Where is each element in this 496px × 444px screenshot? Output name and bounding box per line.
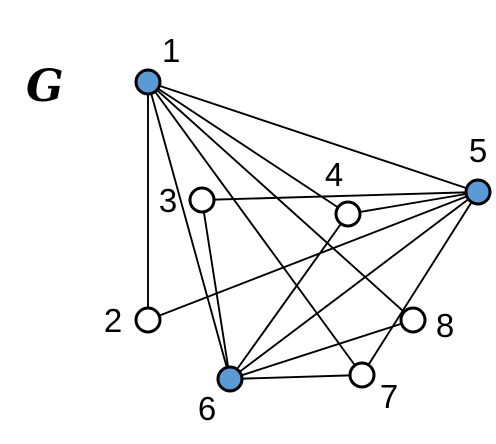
node-label-5: 5: [469, 132, 487, 169]
labels-layer: 1 2 3 4 5 6 7 8: [104, 32, 487, 427]
node-3: [188, 186, 216, 214]
node-6: [216, 365, 244, 393]
node-5: [464, 178, 492, 206]
node-2: [134, 306, 162, 334]
node-7: [348, 361, 376, 389]
node-label-4: 4: [325, 156, 343, 193]
node-label-3: 3: [159, 182, 177, 219]
edge-1-7: [147, 81, 363, 376]
node-label-2: 2: [104, 302, 122, 339]
edge-6-7: [229, 374, 363, 380]
edge-1-6: [147, 81, 231, 380]
nodes-layer: [134, 68, 492, 393]
edge-5-7: [361, 191, 479, 376]
graph-title: G: [26, 61, 64, 112]
node-label-8: 8: [436, 307, 454, 344]
edge-5-6: [229, 191, 479, 380]
edge-1-8: [147, 81, 414, 321]
node-label-7: 7: [380, 378, 398, 415]
edge-1-4: [147, 81, 349, 215]
node-label-1: 1: [162, 32, 180, 69]
edge-2-5: [147, 191, 479, 321]
edge-1-5: [147, 81, 479, 193]
node-1: [134, 68, 162, 96]
edge-6-8: [229, 319, 414, 380]
node-4: [334, 200, 362, 228]
node-label-6: 6: [198, 390, 216, 427]
edge-4-6: [229, 213, 349, 380]
edge-4-5: [347, 191, 479, 215]
node-8: [399, 306, 427, 334]
edges-layer: [147, 81, 479, 380]
edge-3-6: [201, 199, 231, 380]
edge-3-5: [201, 191, 479, 201]
